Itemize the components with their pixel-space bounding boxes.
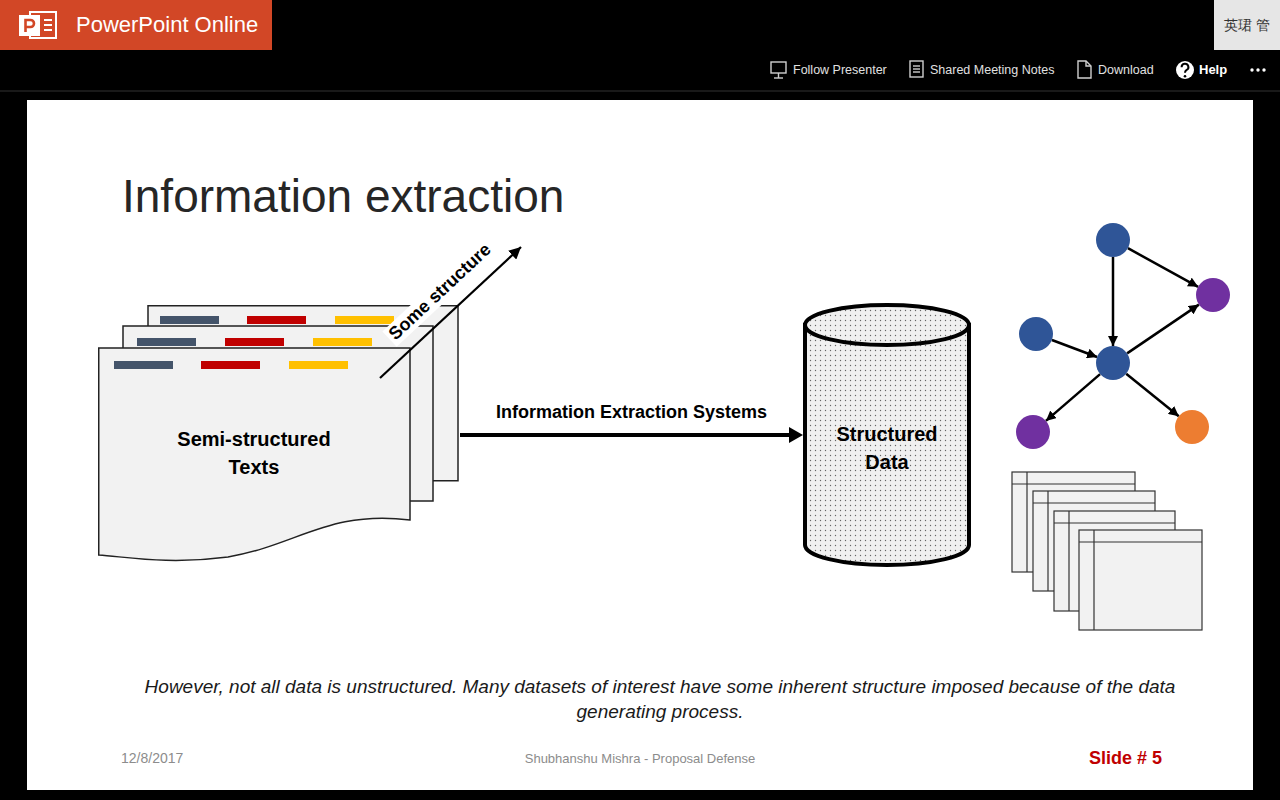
- toolbar-button: Download: [1098, 62, 1154, 78]
- app-name-holder: PowerPoint Online: [76, 12, 258, 38]
- node-text-holder: Structured Data: [807, 363, 967, 533]
- footer-date-holder: 12/8/2017: [121, 750, 183, 767]
- toolbar-button: Shared Meeting Notes: [930, 62, 1054, 78]
- node-text-holder: Semi-structured Texts: [98, 400, 410, 505]
- table-illustration: [1012, 472, 1202, 630]
- footer-author-holder: Shubhanshu Mishra - Proposal Defense: [340, 751, 940, 767]
- toolbar-button-holder: Help: [1199, 62, 1227, 78]
- footer-author: Shubhanshu Mishra - Proposal Defense: [340, 751, 940, 767]
- document-stack: Semi-structured Texts: [98, 305, 460, 565]
- toolbar-button-holder: Download: [1098, 62, 1154, 78]
- slide-caption: However, not all data is unstructured. M…: [110, 674, 1210, 724]
- toolbar-rule: [0, 91, 1280, 92]
- toolbar-button: Follow Presenter: [793, 62, 887, 78]
- flow-arrow: [460, 433, 791, 437]
- toolbar-button-holder: Follow Presenter: [793, 62, 887, 78]
- app-logo: [19, 12, 56, 38]
- node-label: Structured Data: [817, 420, 957, 476]
- slide-number-holder: Slide # 5: [1089, 747, 1162, 769]
- toolbar-button-holder: Shared Meeting Notes: [930, 62, 1054, 78]
- user-box: [1214, 0, 1280, 50]
- help-icon: [1176, 61, 1194, 79]
- app-name: PowerPoint Online: [76, 12, 258, 38]
- slide-title: Information extraction: [122, 168, 1022, 224]
- slide-number: Slide # 5: [1089, 747, 1162, 769]
- edge-label-holder: Information Extraction Systems: [493, 401, 770, 423]
- follow-icon: [771, 62, 786, 78]
- download-icon: [1078, 61, 1091, 78]
- node-label: Semi-structured Texts: [164, 425, 344, 481]
- database-cylinder: Structured Data: [803, 303, 971, 567]
- edge-label: Information Extraction Systems: [493, 401, 770, 423]
- toolbar-button: Help: [1199, 62, 1227, 78]
- graph-illustration: [1016, 223, 1230, 449]
- user-name: 英珺 管: [1214, 16, 1280, 34]
- notes-icon: [910, 61, 923, 77]
- slide-canvas: [27, 100, 1253, 790]
- footer-date: 12/8/2017: [121, 750, 183, 767]
- app-brand-bar: [0, 0, 272, 50]
- slide-title-holder: Information extraction: [122, 168, 1022, 224]
- slide-caption-holder: However, not all data is unstructured. M…: [110, 674, 1210, 724]
- user-name-holder: 英珺 管: [1214, 16, 1280, 34]
- more-icon: [1250, 68, 1265, 71]
